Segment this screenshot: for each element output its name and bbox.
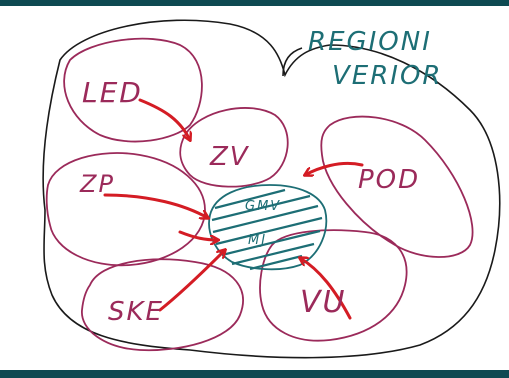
label-led: LED (82, 76, 143, 109)
label-zv: ZV (209, 142, 250, 172)
central-hatched-region (209, 185, 326, 269)
arrow-pod-to-center (305, 163, 362, 175)
label-center-bottom: MJ (248, 233, 267, 248)
bottom-frame-bar (0, 370, 509, 378)
label-pod: POD (358, 165, 420, 195)
label-center-top: GMV (245, 199, 281, 214)
label-vu: VU (300, 285, 346, 320)
arrow-center-curve (180, 232, 218, 240)
title-line-1: REGIONI (308, 27, 432, 57)
label-ske: SKE (108, 297, 164, 327)
arrow-zp-to-center (105, 195, 208, 218)
title-line-2: VERIOR (332, 61, 442, 91)
arrow-led-to-zv (140, 100, 190, 140)
region-zp-outline (47, 153, 205, 265)
label-zp: ZP (79, 170, 115, 198)
